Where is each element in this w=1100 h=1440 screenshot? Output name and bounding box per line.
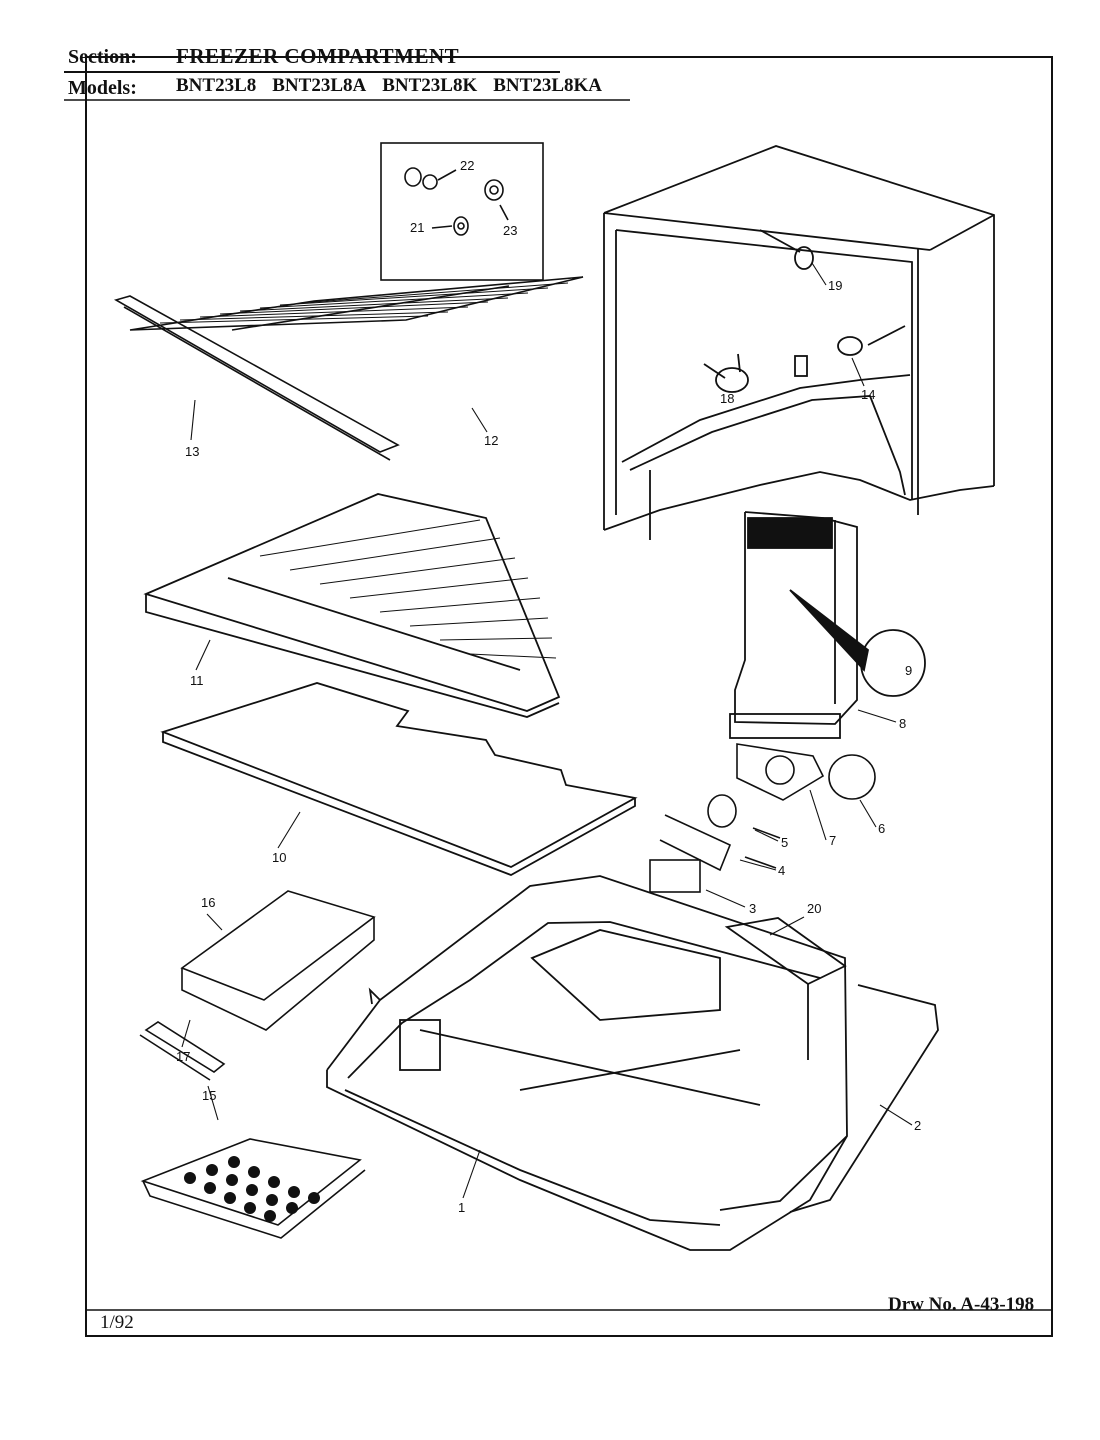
wire-shelf bbox=[113, 276, 584, 461]
callout-label: 4 bbox=[778, 863, 785, 878]
part-callouts: 1 2 3 4 5 6 7 8 9 10 11 12 13 14 15 16 1… bbox=[176, 158, 921, 1215]
freezer-bin bbox=[139, 890, 376, 1081]
air-duct-cover bbox=[729, 511, 926, 739]
model-name: BNT23L8K bbox=[382, 75, 478, 96]
callout-label: 22 bbox=[460, 158, 474, 173]
callout-label: 8 bbox=[899, 716, 906, 731]
callout-label: 2 bbox=[914, 1118, 921, 1133]
callout-label: 18 bbox=[720, 391, 734, 406]
model-name: BNT23L8 bbox=[176, 75, 257, 96]
callout-label: 12 bbox=[484, 433, 498, 448]
freezer-cabinet bbox=[603, 145, 995, 540]
callout-label: 13 bbox=[185, 444, 199, 459]
evaporator-fan-assembly bbox=[649, 743, 876, 893]
callout-label: 14 bbox=[861, 387, 875, 402]
callout-label: 6 bbox=[878, 821, 885, 836]
callout-label: 5 bbox=[781, 835, 788, 850]
callout-label: 15 bbox=[202, 1088, 216, 1103]
crisper-cover-panel bbox=[160, 682, 638, 876]
callout-label: 10 bbox=[272, 850, 286, 865]
callout-label: 1 bbox=[458, 1200, 465, 1215]
callout-label: 19 bbox=[828, 278, 842, 293]
callout-label: 11 bbox=[190, 673, 204, 688]
model-name: BNT23L8KA bbox=[493, 75, 602, 96]
callout-label: 17 bbox=[176, 1049, 190, 1064]
diagram-frame bbox=[64, 56, 1053, 1337]
ice-cube-tray bbox=[140, 1138, 366, 1239]
callout-label: 7 bbox=[829, 833, 836, 848]
callout-label: 3 bbox=[749, 901, 756, 916]
drawing-number: Drw No. A-43-198 bbox=[888, 1294, 1035, 1315]
callout-label: 21 bbox=[410, 220, 424, 235]
leader-lines bbox=[181, 262, 913, 1199]
glass-shelf-assembly bbox=[143, 493, 561, 718]
callout-label: 9 bbox=[905, 663, 912, 678]
model-name: BNT23L8A bbox=[272, 75, 367, 96]
models-list: BNT23L8 BNT23L8A BNT23L8K BNT23L8KA bbox=[176, 75, 602, 97]
callout-label: 23 bbox=[503, 223, 517, 238]
callout-label: 16 bbox=[201, 895, 215, 910]
hardware-inset bbox=[380, 142, 544, 281]
revision-date: 1/92 bbox=[100, 1312, 134, 1333]
freezer-liner bbox=[326, 875, 939, 1251]
callout-label: 20 bbox=[807, 901, 821, 916]
